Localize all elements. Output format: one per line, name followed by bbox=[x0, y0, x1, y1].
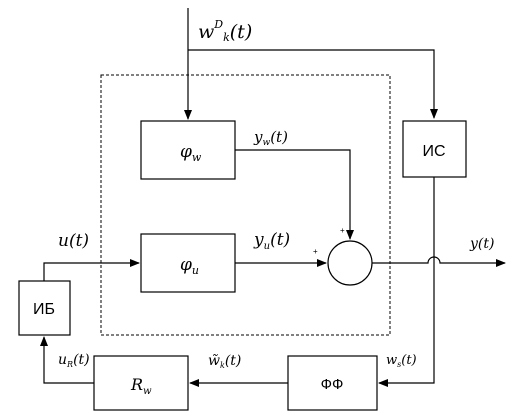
ws-label: ws(t) bbox=[386, 353, 417, 369]
w-input-label: wDk(t) bbox=[198, 18, 252, 44]
rw-block bbox=[93, 355, 189, 411]
is-to-ff-line bbox=[378, 177, 435, 387]
phi-u-label: φu bbox=[180, 255, 199, 277]
ib-label: ИБ bbox=[33, 301, 55, 318]
y-label: y(t) bbox=[469, 236, 494, 252]
rw-to-ib-line bbox=[40, 336, 94, 384]
rw-label: Rw bbox=[130, 375, 152, 397]
yu-label: yu(t) bbox=[253, 230, 290, 252]
u-label: u(t) bbox=[58, 231, 89, 251]
y-output-line bbox=[372, 256, 506, 267]
w-branch-to-is bbox=[188, 49, 438, 119]
phi-u-block bbox=[140, 233, 236, 293]
u-line bbox=[43, 259, 140, 281]
summing-junction bbox=[327, 240, 373, 286]
ff-label: ФФ bbox=[321, 376, 344, 393]
yw-line bbox=[235, 149, 354, 240]
system-boundary bbox=[100, 74, 391, 336]
sum-sign-top: + bbox=[340, 226, 345, 235]
ib-block bbox=[18, 280, 71, 336]
ur-label: uR(t) bbox=[58, 352, 90, 369]
w-tilde-label: w̃k(t) bbox=[208, 353, 241, 370]
sum-sign-left: + bbox=[313, 247, 318, 256]
yw-label: yw(t) bbox=[253, 128, 288, 148]
phi-w-label: φw bbox=[180, 142, 202, 164]
is-label: ИС bbox=[422, 143, 445, 160]
